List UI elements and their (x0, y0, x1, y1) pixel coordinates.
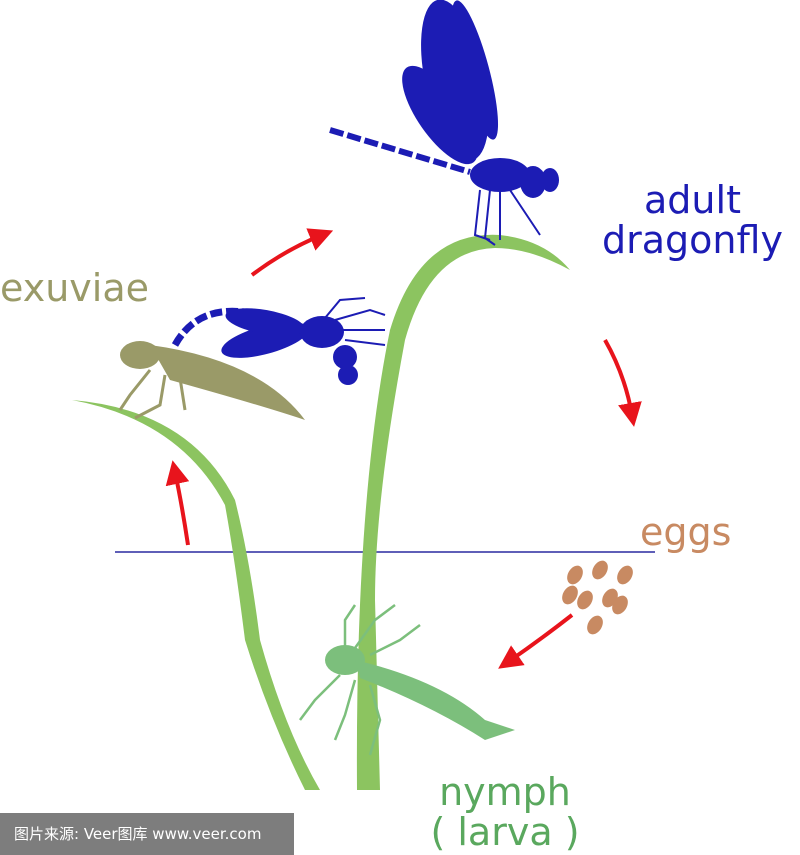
arrow-nymph-to-exuviae (165, 460, 190, 546)
arrow-exuviae-to-adult (250, 228, 334, 277)
nymph-icon (299, 604, 515, 756)
label-nymph-line2: ( larva ) (430, 810, 580, 854)
label-adult-line2: dragonfly (602, 218, 783, 262)
label-nymph: nymph ( larva ) (410, 772, 600, 852)
right-stem (356, 234, 570, 790)
left-stem (72, 400, 320, 790)
watermark: 图片来源: Veer图库 www.veer.com (0, 813, 294, 855)
eggs-icon (562, 560, 633, 635)
adult-dragonfly-icon (329, 0, 559, 246)
arrow-eggs-to-nymph (498, 613, 574, 669)
label-adult-line1: adult (644, 178, 741, 222)
arrow-adult-to-eggs (603, 339, 642, 427)
exuviae-icon (118, 297, 386, 420)
label-adult-dragonfly: adult dragonfly (585, 180, 800, 260)
label-nymph-line1: nymph (439, 770, 571, 814)
label-eggs: eggs (640, 510, 732, 554)
label-exuviae: exuviae (0, 266, 149, 310)
